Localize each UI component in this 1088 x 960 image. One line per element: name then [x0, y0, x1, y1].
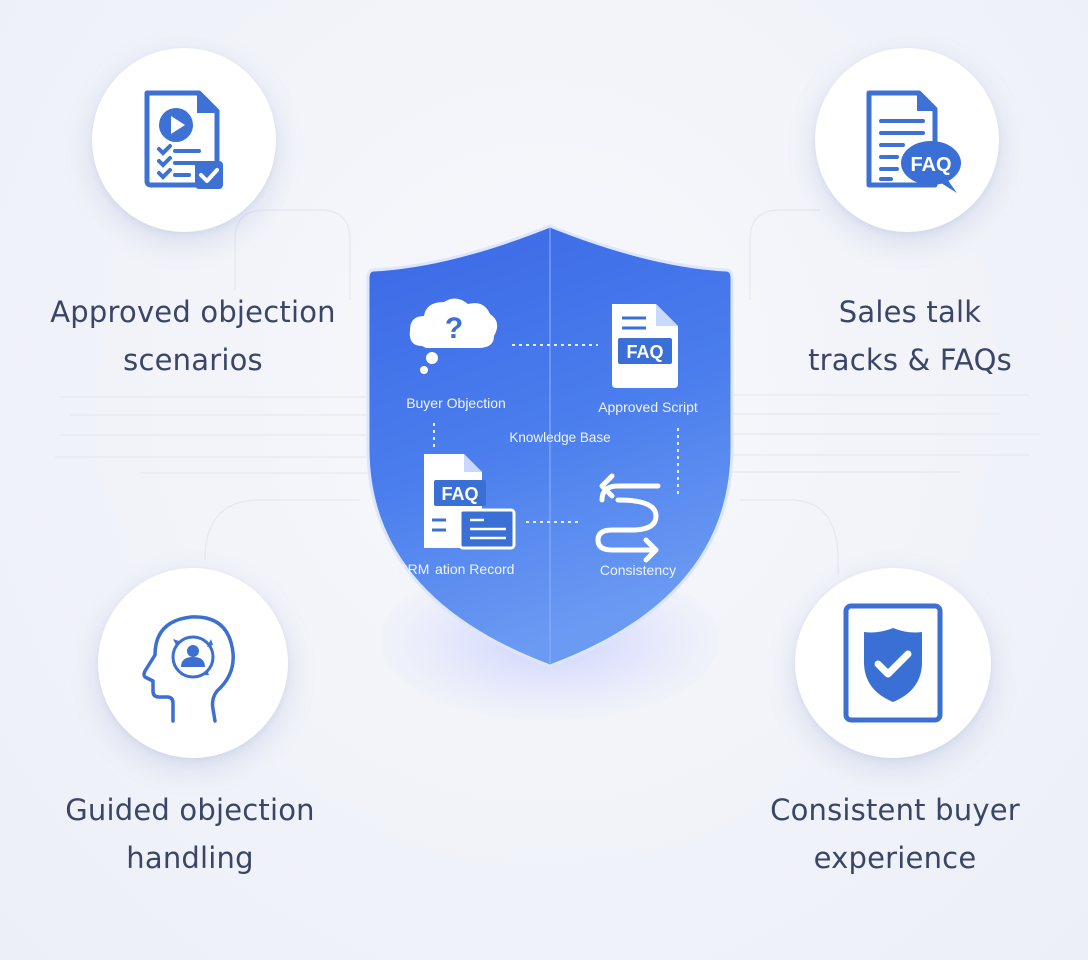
knowledge-base-shield: ? Buyer Objection FAQ Approved Script Kn…	[360, 218, 740, 688]
feature-label-approved-scenarios: Approved objection scenarios	[50, 295, 336, 377]
faq-document-icon: FAQ	[612, 304, 678, 388]
head-person-cycle-icon	[142, 615, 235, 723]
checklist-video-document-icon	[144, 90, 223, 189]
feature-label-consistent-experience: Consistent buyer experience	[770, 793, 1020, 875]
svg-text:FAQ: FAQ	[626, 342, 663, 362]
feature-label-talk-tracks: Sales talk tracks & FAQs	[808, 295, 1012, 377]
question-cloud-icon: ?	[409, 298, 498, 374]
svg-text:Approved Script: Approved Script	[598, 399, 698, 415]
feature-icon-circle-consistent-experience	[795, 568, 991, 758]
cycle-arrows-icon	[595, 473, 661, 563]
faq-record-icon: FAQ	[424, 454, 516, 550]
feature-icon-circle-approved-scenarios	[92, 48, 276, 232]
feature-icon-circle-talk-tracks: FAQ	[815, 48, 999, 232]
svg-text:FAQ: FAQ	[441, 484, 478, 504]
faq-document-icon: FAQ	[866, 90, 961, 193]
svg-text:Buyer Objection: Buyer Objection	[406, 395, 506, 411]
shield-check-document-icon	[843, 603, 943, 723]
svg-text:FAQ: FAQ	[910, 154, 951, 176]
svg-text:Knowledge Base: Knowledge Base	[509, 430, 610, 445]
svg-text:CRM ation Record: CRM ation Record	[398, 561, 515, 577]
svg-text:?: ?	[445, 312, 463, 345]
feature-label-guided-handling: Guided objection handling	[65, 793, 315, 875]
svg-text:Consistency: Consistency	[600, 562, 676, 578]
feature-icon-circle-guided-handling	[98, 568, 288, 758]
